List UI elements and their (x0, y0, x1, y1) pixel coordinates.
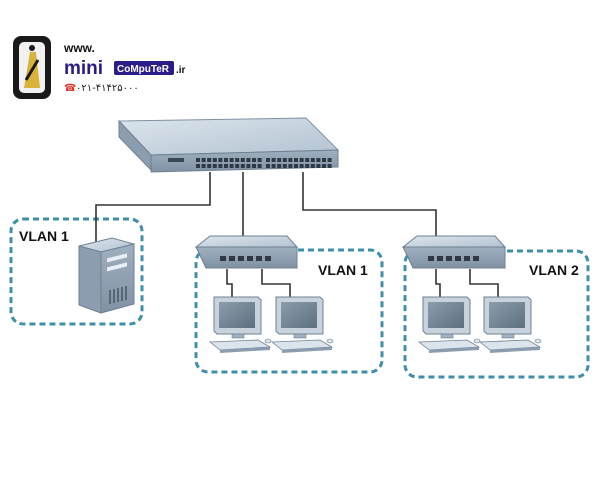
brand-mini: mini (64, 58, 103, 79)
core-switch-ports (196, 158, 332, 168)
core-port (224, 164, 228, 168)
core-port (257, 164, 262, 168)
vlan-group-left: VLAN 1 (9, 217, 144, 326)
core-port (305, 164, 310, 168)
workstation-middle-1 (208, 296, 272, 353)
core-port (246, 158, 251, 162)
cable-switch-right-pc1 (435, 269, 441, 300)
brand-computer-badge (114, 61, 174, 75)
core-port (196, 164, 200, 168)
core-port (196, 158, 200, 162)
switch-middle (194, 235, 299, 269)
cable-core-to-switch-right (302, 172, 437, 240)
cable-core-to-server (95, 172, 211, 243)
cables (95, 172, 499, 300)
core-port (212, 164, 217, 168)
core-port (277, 164, 282, 168)
core-port (282, 164, 287, 168)
brand-tld: .ir (176, 65, 186, 76)
workstation-right-2 (478, 296, 542, 353)
core-port (316, 158, 321, 162)
switch-right-ports (428, 256, 479, 261)
core-port (277, 158, 282, 162)
core-port (218, 158, 223, 162)
brand-computer: CoMpuTeR (117, 64, 170, 75)
switch-middle-ports (220, 256, 271, 261)
core-port (271, 158, 276, 162)
core-port (310, 158, 315, 162)
brand-www: www. (63, 41, 95, 55)
core-switch (117, 117, 340, 173)
core-port (246, 164, 251, 168)
core-port (327, 158, 332, 162)
core-port (235, 164, 240, 168)
core-port (322, 164, 326, 168)
server-tower (78, 237, 135, 314)
brand-logo: www. mini CoMpuTeR .ir ☎ ۰۲۱-۴۱۴۲۵۰۰۰ (13, 36, 186, 99)
core-port (229, 158, 234, 162)
vlan-group-right: VLAN 2 (403, 249, 590, 379)
core-port (266, 158, 270, 162)
workstation-middle-2 (270, 296, 334, 353)
core-port (207, 164, 212, 168)
core-port (240, 158, 245, 162)
core-port (322, 158, 326, 162)
core-port (305, 158, 310, 162)
core-port (282, 158, 287, 162)
brand-phone: ۰۲۱-۴۱۴۲۵۰۰۰ (76, 83, 139, 94)
vlan-label-middle: VLAN 1 (318, 262, 368, 278)
workstation-right-1 (417, 296, 481, 353)
core-port (271, 164, 276, 168)
core-port (310, 164, 315, 168)
core-port (257, 158, 262, 162)
core-port (212, 158, 217, 162)
core-port (207, 158, 212, 162)
core-port (288, 164, 293, 168)
core-port (201, 158, 206, 162)
phone-icon: ☎ (64, 83, 76, 94)
core-port (201, 164, 206, 168)
core-port (299, 158, 304, 162)
core-port (218, 164, 223, 168)
core-port (252, 164, 256, 168)
core-port (288, 158, 293, 162)
core-port (316, 164, 321, 168)
cable-switch-middle-pc1 (226, 269, 233, 300)
core-port (252, 158, 256, 162)
cable-switch-right-pc2 (469, 269, 499, 300)
core-port (240, 164, 245, 168)
core-port (266, 164, 270, 168)
vlan-label-left: VLAN 1 (19, 228, 69, 244)
core-port (299, 164, 304, 168)
core-port (294, 158, 298, 162)
core-port (224, 158, 228, 162)
core-port (327, 164, 332, 168)
switch-right (401, 235, 507, 269)
core-port (294, 164, 298, 168)
core-port (229, 164, 234, 168)
workstations (208, 296, 542, 353)
vlan-label-right: VLAN 2 (529, 262, 579, 278)
core-port (235, 158, 240, 162)
cable-switch-middle-pc2 (261, 269, 291, 300)
